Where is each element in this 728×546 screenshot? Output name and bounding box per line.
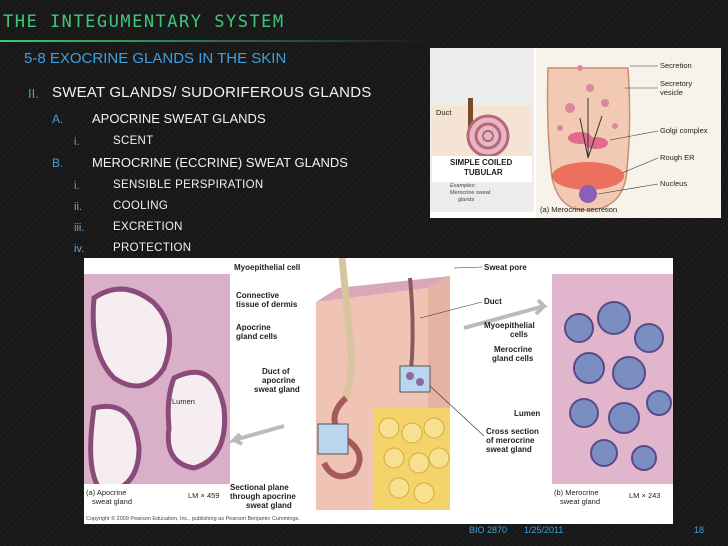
outline-marker: iv. xyxy=(74,243,85,255)
duct-label-right: Duct xyxy=(484,297,502,306)
sectional-plane-box xyxy=(317,423,349,455)
sectional-label-2: through apocrine xyxy=(230,492,296,501)
lumen-b-label: Lumen xyxy=(514,409,540,418)
vesicle-label-2: vesicle xyxy=(660,88,683,97)
examples-line-1: Merocrine sweat xyxy=(450,190,491,196)
merocrine-caption-1: (b) Merocrine xyxy=(554,488,599,497)
outline-marker: A. xyxy=(52,112,64,126)
apocrine-caption-1: (a) Apocrine xyxy=(86,488,126,497)
outline-text: PROTECTION xyxy=(113,242,192,254)
outline-text: SCENT xyxy=(113,135,154,147)
duct-label: Duct xyxy=(436,108,452,117)
cross-section-box xyxy=(399,365,431,393)
cross-section-label-1: Cross section xyxy=(486,427,539,436)
secretion-label: Secretion xyxy=(660,61,692,70)
rough-er-label: Rough ER xyxy=(660,153,695,162)
sectional-label-3: sweat gland xyxy=(246,501,292,510)
title-underline xyxy=(0,40,430,42)
outline-marker: iii. xyxy=(74,222,85,234)
nucleus-label: Nucleus xyxy=(660,179,687,188)
outline-text: EXCRETION xyxy=(113,221,183,233)
merocrine-secretion-figure: Duct SIMPLE COILED TUBULAR Examples: Mer… xyxy=(430,48,721,218)
duct-apocrine-label-1: Duct of xyxy=(262,367,290,376)
outline-marker: i. xyxy=(74,136,80,148)
examples-line-2: glands xyxy=(458,197,474,203)
arrow-to-apocrine xyxy=(227,424,285,446)
arrow-to-merocrine xyxy=(463,298,548,330)
nucleus xyxy=(579,185,597,203)
hair-shaft xyxy=(338,258,355,399)
sweat-pore-label: Sweat pore xyxy=(484,263,527,272)
rough-er xyxy=(552,162,624,190)
copyright-notice: Copyright © 2009 Pearson Education, Inc.… xyxy=(86,515,300,522)
outline-text: SENSIBLE PERSPIRATION xyxy=(113,179,264,191)
outline-marker: ii. xyxy=(74,201,82,213)
myoepithelial-cells-label-1: Myoepithelial xyxy=(484,321,535,330)
cross-section-label-2: of merocrine xyxy=(486,436,535,445)
outline-text: COOLING xyxy=(113,200,169,212)
apocrine-magnification: LM × 459 xyxy=(188,491,219,500)
merocrine-cells-label-1: Merocrine xyxy=(494,345,533,354)
duct-tube xyxy=(468,98,473,134)
gland-lumen-1 xyxy=(90,286,173,389)
slide-title: THE INTEGUMENTARY SYSTEM xyxy=(3,12,285,32)
apocrine-cells-label-2: gland cells xyxy=(236,332,278,341)
coiled-gland xyxy=(466,114,510,158)
connective-label-2: tissue of dermis xyxy=(236,300,298,309)
outline-marker: B. xyxy=(52,156,64,170)
apocrine-cells-label-1: Apocrine xyxy=(236,323,271,332)
merocrine-caption-2: sweat gland xyxy=(560,497,600,506)
apocrine-gland-coil xyxy=(321,395,363,480)
sweat-gland-skin-figure: Lumen (a) Apocrine sweat gland LM × 459 … xyxy=(84,258,673,524)
outline-marker: II. xyxy=(28,86,39,101)
type-label-1: SIMPLE COILED xyxy=(450,158,512,167)
outline-text: SWEAT GLANDS/ SUDORIFEROUS GLANDS xyxy=(52,84,372,101)
merocrine-magnification: LM × 243 xyxy=(629,491,660,500)
footer-course: BIO 2870 xyxy=(469,525,508,535)
footer-date: 1/25/2011 xyxy=(524,525,564,535)
type-label-2: TUBULAR xyxy=(464,168,503,177)
connective-label-1: Connective xyxy=(236,291,280,300)
duct-apocrine-label-3: sweat gland xyxy=(254,385,300,394)
sectional-label-1: Sectional plane xyxy=(230,483,289,492)
outline-text: APOCRINE SWEAT GLANDS xyxy=(92,111,266,126)
merocrine-cells-label-2: gland cells xyxy=(492,354,534,363)
outline-marker: i. xyxy=(74,180,80,192)
cross-section-label-3: sweat gland xyxy=(486,445,532,454)
duct-apocrine-label-2: apocrine xyxy=(262,376,296,385)
footer-page-number: 18 xyxy=(694,525,705,535)
myoepithelial-cells-label-2: cells xyxy=(510,330,528,339)
myoepithelial-cell-label: Myoepithelial cell xyxy=(234,263,300,272)
apocrine-caption-2: sweat gland xyxy=(92,497,132,506)
lumen-a-label: Lumen xyxy=(172,397,195,406)
vesicle-label-1: Secretory xyxy=(660,79,692,88)
slide-subtitle: 5-8 EXOCRINE GLANDS IN THE SKIN xyxy=(24,50,287,67)
merocrine-caption: (a) Merocrine secretion xyxy=(540,205,617,214)
golgi-label: Golgi complex xyxy=(660,126,708,135)
examples-label: Examples: xyxy=(450,183,476,189)
outline-text: MEROCRINE (ECCRINE) SWEAT GLANDS xyxy=(92,155,348,170)
